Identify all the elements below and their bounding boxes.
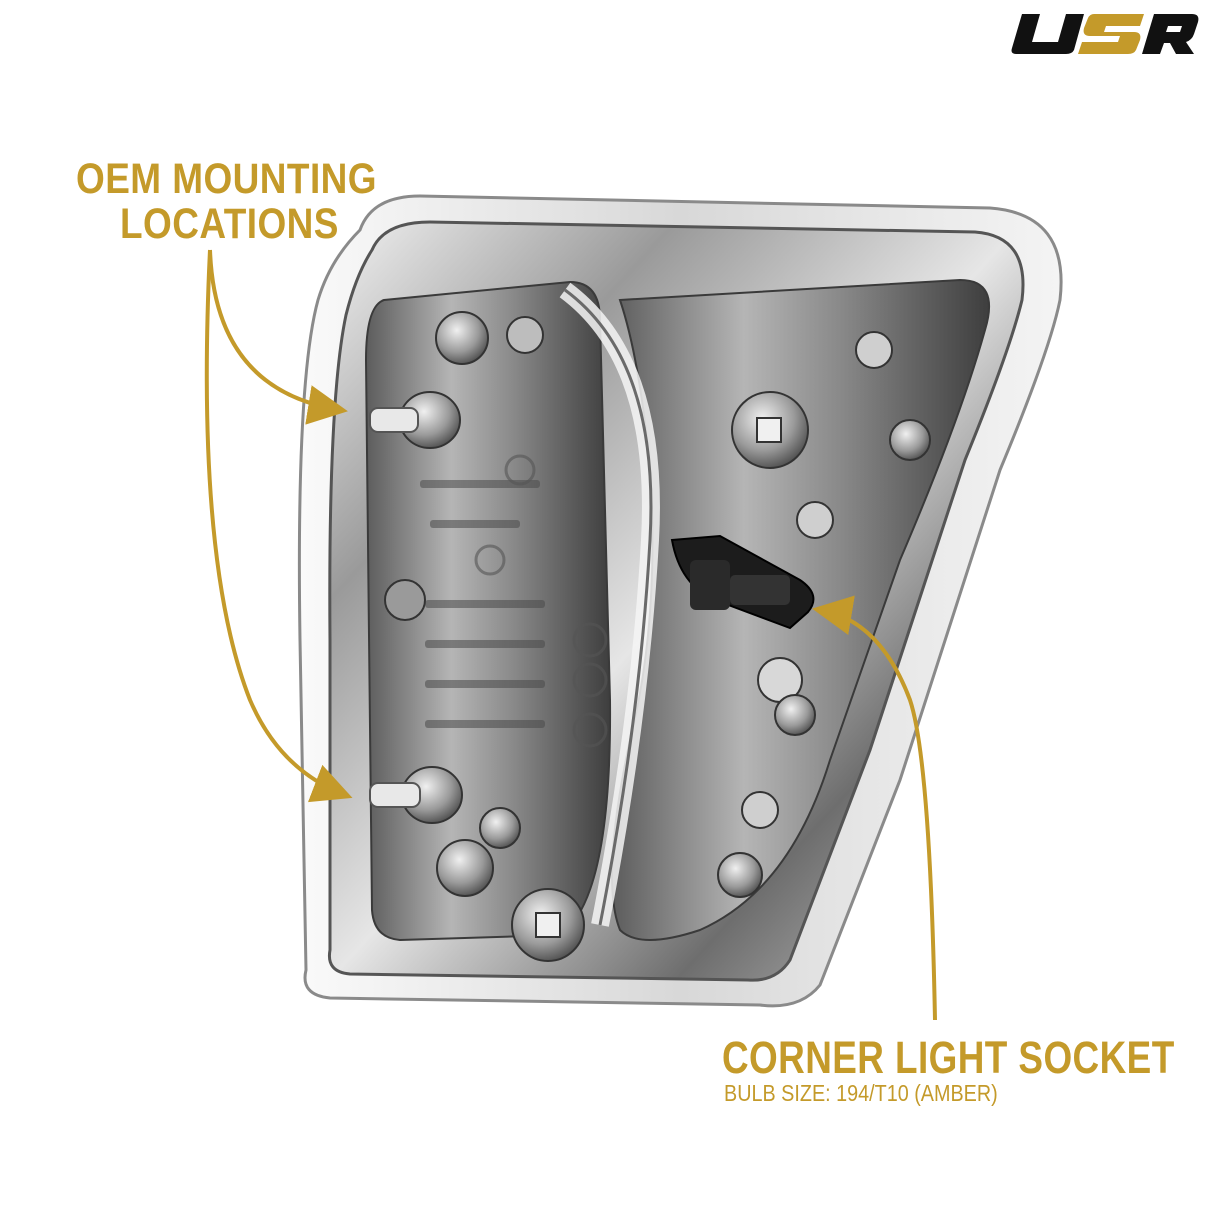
mounting-arrow-top — [208, 249, 348, 425]
corner-light-housing — [297, 194, 1063, 1008]
socket-arrow — [812, 595, 937, 1021]
mounting-stud-bottom — [369, 766, 463, 824]
mounting-callout-line2: LOCATIONS — [120, 200, 339, 248]
mounting-stud-top — [369, 391, 461, 449]
socket-callout-title: CORNER LIGHT SOCKET — [722, 1032, 1175, 1083]
mounting-arrow-bottom — [204, 249, 353, 803]
socket-callout-subtitle: BULB SIZE: 194/T10 (AMBER) — [724, 1080, 998, 1106]
corner-light-socket — [670, 534, 815, 630]
mounting-callout-line1: OEM MOUNTING — [76, 155, 377, 203]
brand-logo — [1011, 14, 1199, 54]
